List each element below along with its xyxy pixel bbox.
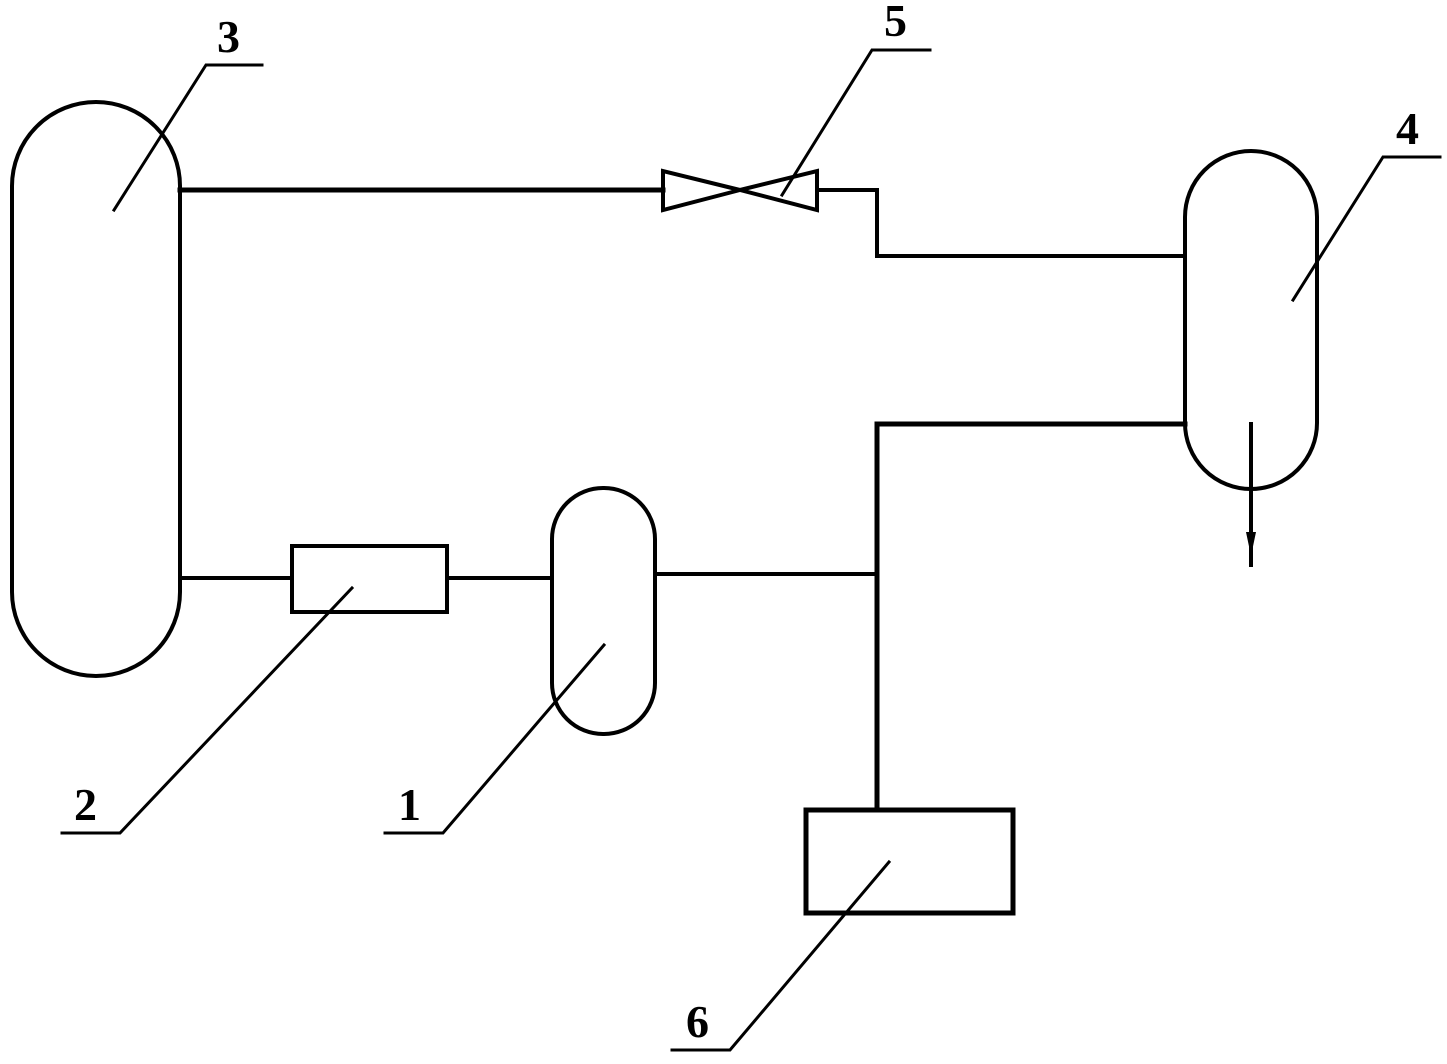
unit-2 bbox=[290, 544, 449, 614]
pipe-4-to-6 bbox=[874, 421, 1188, 813]
leader-lines bbox=[60, 48, 1442, 1052]
label-5: 5 bbox=[884, 0, 907, 46]
vessel-1 bbox=[550, 486, 657, 736]
outlet-arrow bbox=[1246, 422, 1256, 567]
pipe-valve-5-to-4 bbox=[815, 188, 1187, 258]
label-1: 1 bbox=[398, 779, 421, 830]
label-6: 6 bbox=[686, 996, 709, 1047]
vessel-3 bbox=[10, 100, 182, 678]
unit-6 bbox=[803, 807, 1016, 916]
label-4: 4 bbox=[1396, 103, 1419, 154]
label-2: 2 bbox=[74, 779, 97, 830]
label-3: 3 bbox=[217, 11, 240, 62]
